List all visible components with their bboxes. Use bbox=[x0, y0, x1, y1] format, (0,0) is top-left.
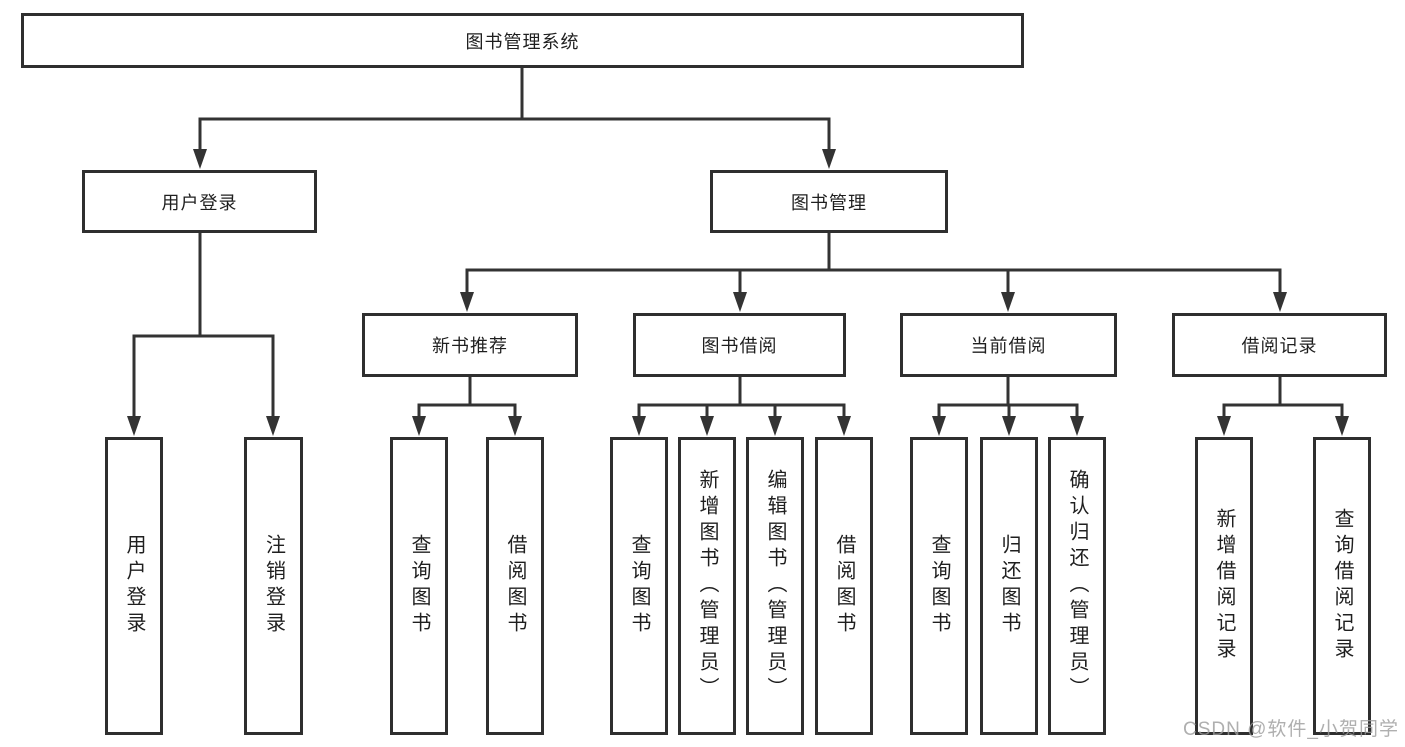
arrow-down-icon bbox=[460, 292, 474, 312]
arrow-down-icon bbox=[412, 416, 426, 436]
connector-userlogin-rail bbox=[132, 334, 275, 418]
leaf-edit-book-admin: 编辑图书（管理员） bbox=[746, 437, 804, 735]
connector-bookmgmt-rail bbox=[465, 268, 1282, 294]
connector-newbook-rail bbox=[417, 403, 517, 418]
node-borrow-records: 借阅记录 bbox=[1172, 313, 1387, 377]
leaf-logout: 注销登录 bbox=[244, 437, 303, 735]
arrow-down-icon bbox=[1217, 416, 1231, 436]
arrow-down-icon bbox=[632, 416, 646, 436]
arrow-down-icon bbox=[508, 416, 522, 436]
arrow-down-icon bbox=[700, 416, 714, 436]
leaf-return-books: 归还图书 bbox=[980, 437, 1038, 735]
node-user-login: 用户登录 bbox=[82, 170, 317, 233]
arrow-down-icon bbox=[1070, 416, 1084, 436]
leaf-add-borrow-record: 新增借阅记录 bbox=[1195, 437, 1253, 735]
connector-borrow-rail bbox=[637, 403, 846, 418]
leaf-borrow-books-recommend: 借阅图书 bbox=[486, 437, 544, 735]
leaf-query-borrow-record: 查询借阅记录 bbox=[1313, 437, 1371, 735]
leaf-query-books-current: 查询图书 bbox=[910, 437, 968, 735]
arrowheads bbox=[127, 149, 1349, 436]
leaf-user-login: 用户登录 bbox=[105, 437, 163, 735]
leaf-add-book-admin: 新增图书（管理员） bbox=[678, 437, 736, 735]
arrow-down-icon bbox=[932, 416, 946, 436]
arrow-down-icon bbox=[1001, 292, 1015, 312]
arrow-down-icon bbox=[1002, 416, 1016, 436]
watermark: CSDN @软件_小贺同学 bbox=[1183, 719, 1399, 740]
arrow-down-icon bbox=[733, 292, 747, 312]
arrow-down-icon bbox=[193, 149, 207, 169]
leaf-query-books-recommend: 查询图书 bbox=[390, 437, 448, 735]
node-library-system: 图书管理系统 bbox=[21, 13, 1024, 68]
leaf-borrow-books: 借阅图书 bbox=[815, 437, 873, 735]
arrow-down-icon bbox=[822, 149, 836, 169]
connector-root-rail bbox=[198, 117, 831, 150]
arrow-down-icon bbox=[127, 416, 141, 436]
node-book-management: 图书管理 bbox=[710, 170, 948, 233]
arrow-down-icon bbox=[266, 416, 280, 436]
leaf-confirm-return-admin: 确认归还（管理员） bbox=[1048, 437, 1106, 735]
node-new-book-recommend: 新书推荐 bbox=[362, 313, 578, 377]
connector-records-rail bbox=[1222, 403, 1344, 418]
node-book-borrow: 图书借阅 bbox=[633, 313, 846, 377]
arrow-down-icon bbox=[837, 416, 851, 436]
leaf-query-books-borrow: 查询图书 bbox=[610, 437, 668, 735]
arrow-down-icon bbox=[768, 416, 782, 436]
arrow-down-icon bbox=[1335, 416, 1349, 436]
arrow-down-icon bbox=[1273, 292, 1287, 312]
node-current-borrow: 当前借阅 bbox=[900, 313, 1117, 377]
